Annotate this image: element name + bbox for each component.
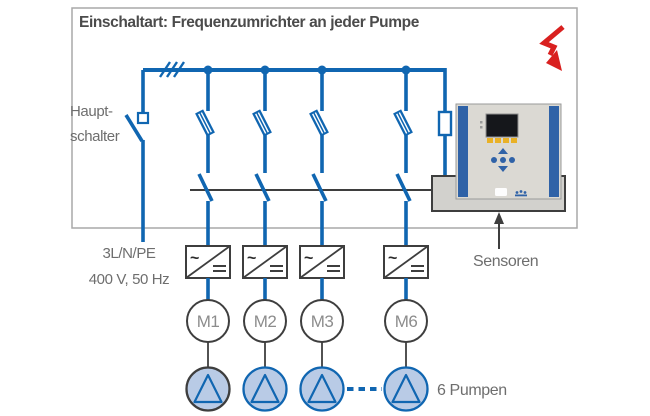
brand-logo: [515, 190, 527, 197]
main-switch-label: Haupt- schalter: [70, 99, 120, 149]
controller-buttons[interactable]: [487, 138, 517, 143]
fuse-icon: [437, 110, 453, 137]
pumps-count-label: 6 Pumpen: [437, 382, 507, 399]
controller-right-bar: [549, 106, 559, 197]
frequency-converter-icon: ~: [185, 245, 231, 279]
motor-label: M1: [197, 312, 220, 331]
pump-icon: [242, 366, 288, 412]
sensors-arrow-icon: [494, 212, 504, 249]
supply-label-line2: 400 V, 50 Hz: [88, 271, 170, 288]
controller-display: [485, 113, 519, 138]
branch-3: ~ M3: [299, 65, 345, 412]
pump-icon: [299, 366, 345, 412]
lightning-icon: [539, 25, 565, 71]
motor-label: M6: [395, 312, 418, 331]
fuse-icon: [252, 109, 272, 137]
controller-device: [431, 103, 566, 212]
fuse-icon: [309, 109, 329, 137]
contactor-icon: [254, 173, 271, 202]
sensors-label: Sensoren: [473, 253, 539, 270]
three-phase-slashes-icon: [159, 61, 185, 78]
controller-left-bar: [458, 106, 468, 197]
ac-symbol: ~: [190, 250, 199, 267]
controller-feed: [437, 68, 453, 178]
contactor-icon: [311, 173, 328, 202]
ac-symbol: ~: [247, 250, 256, 267]
ac-symbol: ~: [304, 250, 313, 267]
contactor-icon: [197, 173, 214, 202]
frequency-converter-icon: ~: [383, 245, 429, 279]
frequency-converter-icon: ~: [242, 245, 288, 279]
dpad-buttons[interactable]: [491, 148, 515, 172]
pump-icon: [185, 366, 231, 412]
branch-4: ~ M6: [383, 65, 429, 412]
controller-label-plate: [495, 188, 507, 196]
supply-label-line1: 3L/N/PE: [102, 245, 156, 262]
main-switch-icon: [124, 70, 150, 242]
fuse-icon: [393, 109, 413, 137]
motor-label: M3: [311, 312, 334, 331]
fuse-icon: [195, 109, 215, 137]
branch-2: ~ M2: [242, 65, 288, 412]
diagram-frame: [71, 7, 578, 229]
pump-icon: [383, 366, 429, 412]
branch-1: ~ M1: [185, 65, 231, 412]
led-icon: [480, 121, 483, 124]
supply-label: 3L/N/PE 400 V, 50 Hz: [64, 241, 194, 293]
frequency-converter-icon: ~: [299, 245, 345, 279]
diagram-title: Einschaltart: Frequenzumrichter an jeder…: [79, 14, 419, 31]
contactor-icon: [395, 173, 412, 202]
led-icon: [480, 126, 483, 129]
main-switch-label-line1: Haupt-: [70, 103, 113, 120]
motor-label: M2: [254, 312, 277, 331]
main-switch-label-line2: schalter: [70, 128, 120, 145]
ac-symbol: ~: [388, 250, 397, 267]
